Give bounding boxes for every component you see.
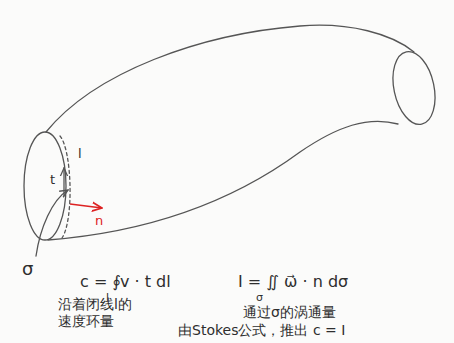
label: 通过σ的涡通量 — [243, 304, 336, 321]
label: n — [95, 213, 103, 229]
pointer-arrow — [36, 190, 68, 256]
tube-end — [387, 48, 442, 129]
label: σ — [22, 258, 33, 280]
label: 由Stokes公式，推出 c = I — [178, 322, 345, 339]
closed-curve — [60, 136, 70, 238]
cross-section — [24, 132, 66, 240]
label: c = ∮ — [80, 272, 121, 291]
normal-arrow — [70, 204, 102, 208]
label: I = ∬ — [238, 272, 279, 291]
label: 沿着闭线l的 速度环量 — [58, 296, 144, 330]
tube-edge — [48, 121, 398, 240]
label: v · t dl — [120, 272, 171, 291]
label: t — [50, 172, 55, 188]
label: ω⃗ · n dσ — [284, 272, 348, 291]
label: l — [78, 146, 82, 162]
tube-edge — [46, 25, 414, 132]
label: σ — [256, 291, 263, 304]
